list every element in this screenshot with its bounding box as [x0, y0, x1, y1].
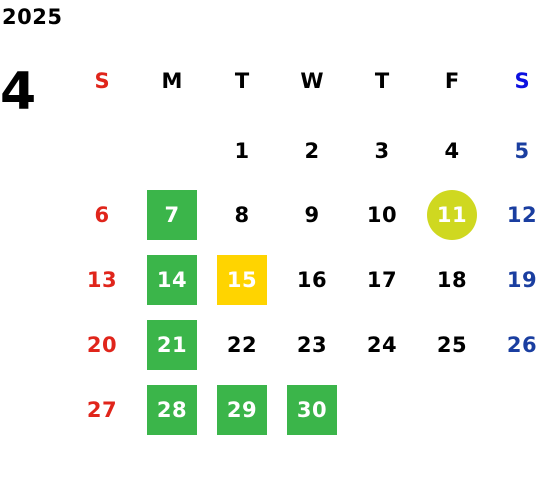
day-cell[interactable]: 6 — [94, 203, 110, 227]
day-cell[interactable]: 22 — [226, 333, 258, 357]
day-cell-highlighted[interactable]: 28 — [147, 385, 197, 435]
day-cell-highlighted[interactable]: 21 — [147, 320, 197, 370]
day-cell[interactable]: 8 — [234, 203, 250, 227]
weekday-wednesday: W — [300, 69, 324, 93]
day-cell[interactable]: 2 — [304, 139, 320, 163]
weekday-thursday: T — [374, 69, 390, 93]
weekday-tuesday: T — [234, 69, 250, 93]
day-cell[interactable]: 27 — [86, 398, 118, 422]
day-cell[interactable]: 4 — [444, 139, 460, 163]
day-cell[interactable]: 5 — [514, 139, 530, 163]
day-cell[interactable]: 25 — [436, 333, 468, 357]
month-label: 4 — [0, 62, 37, 122]
day-cell-today[interactable]: 11 — [427, 190, 477, 240]
year-label: 2025 — [2, 5, 63, 29]
day-cell[interactable]: 18 — [436, 268, 468, 292]
day-cell[interactable]: 24 — [366, 333, 398, 357]
weekday-friday: F — [444, 69, 460, 93]
day-cell[interactable]: 1 — [234, 139, 250, 163]
day-cell[interactable]: 10 — [366, 203, 398, 227]
day-cell[interactable]: 9 — [304, 203, 320, 227]
day-cell[interactable]: 13 — [86, 268, 118, 292]
day-cell[interactable]: 26 — [506, 333, 538, 357]
day-cell-highlighted[interactable]: 7 — [147, 190, 197, 240]
day-cell-highlighted[interactable]: 29 — [217, 385, 267, 435]
day-cell[interactable]: 3 — [374, 139, 390, 163]
weekday-saturday: S — [514, 69, 530, 93]
day-cell-highlighted[interactable]: 14 — [147, 255, 197, 305]
day-cell[interactable]: 12 — [506, 203, 538, 227]
day-cell[interactable]: 19 — [506, 268, 538, 292]
weekday-monday: M — [161, 69, 183, 93]
day-cell-highlighted[interactable]: 15 — [217, 255, 267, 305]
weekday-sunday: S — [94, 69, 110, 93]
day-cell[interactable]: 17 — [366, 268, 398, 292]
day-cell-highlighted[interactable]: 30 — [287, 385, 337, 435]
day-cell[interactable]: 16 — [296, 268, 328, 292]
day-cell[interactable]: 23 — [296, 333, 328, 357]
day-cell[interactable]: 20 — [86, 333, 118, 357]
